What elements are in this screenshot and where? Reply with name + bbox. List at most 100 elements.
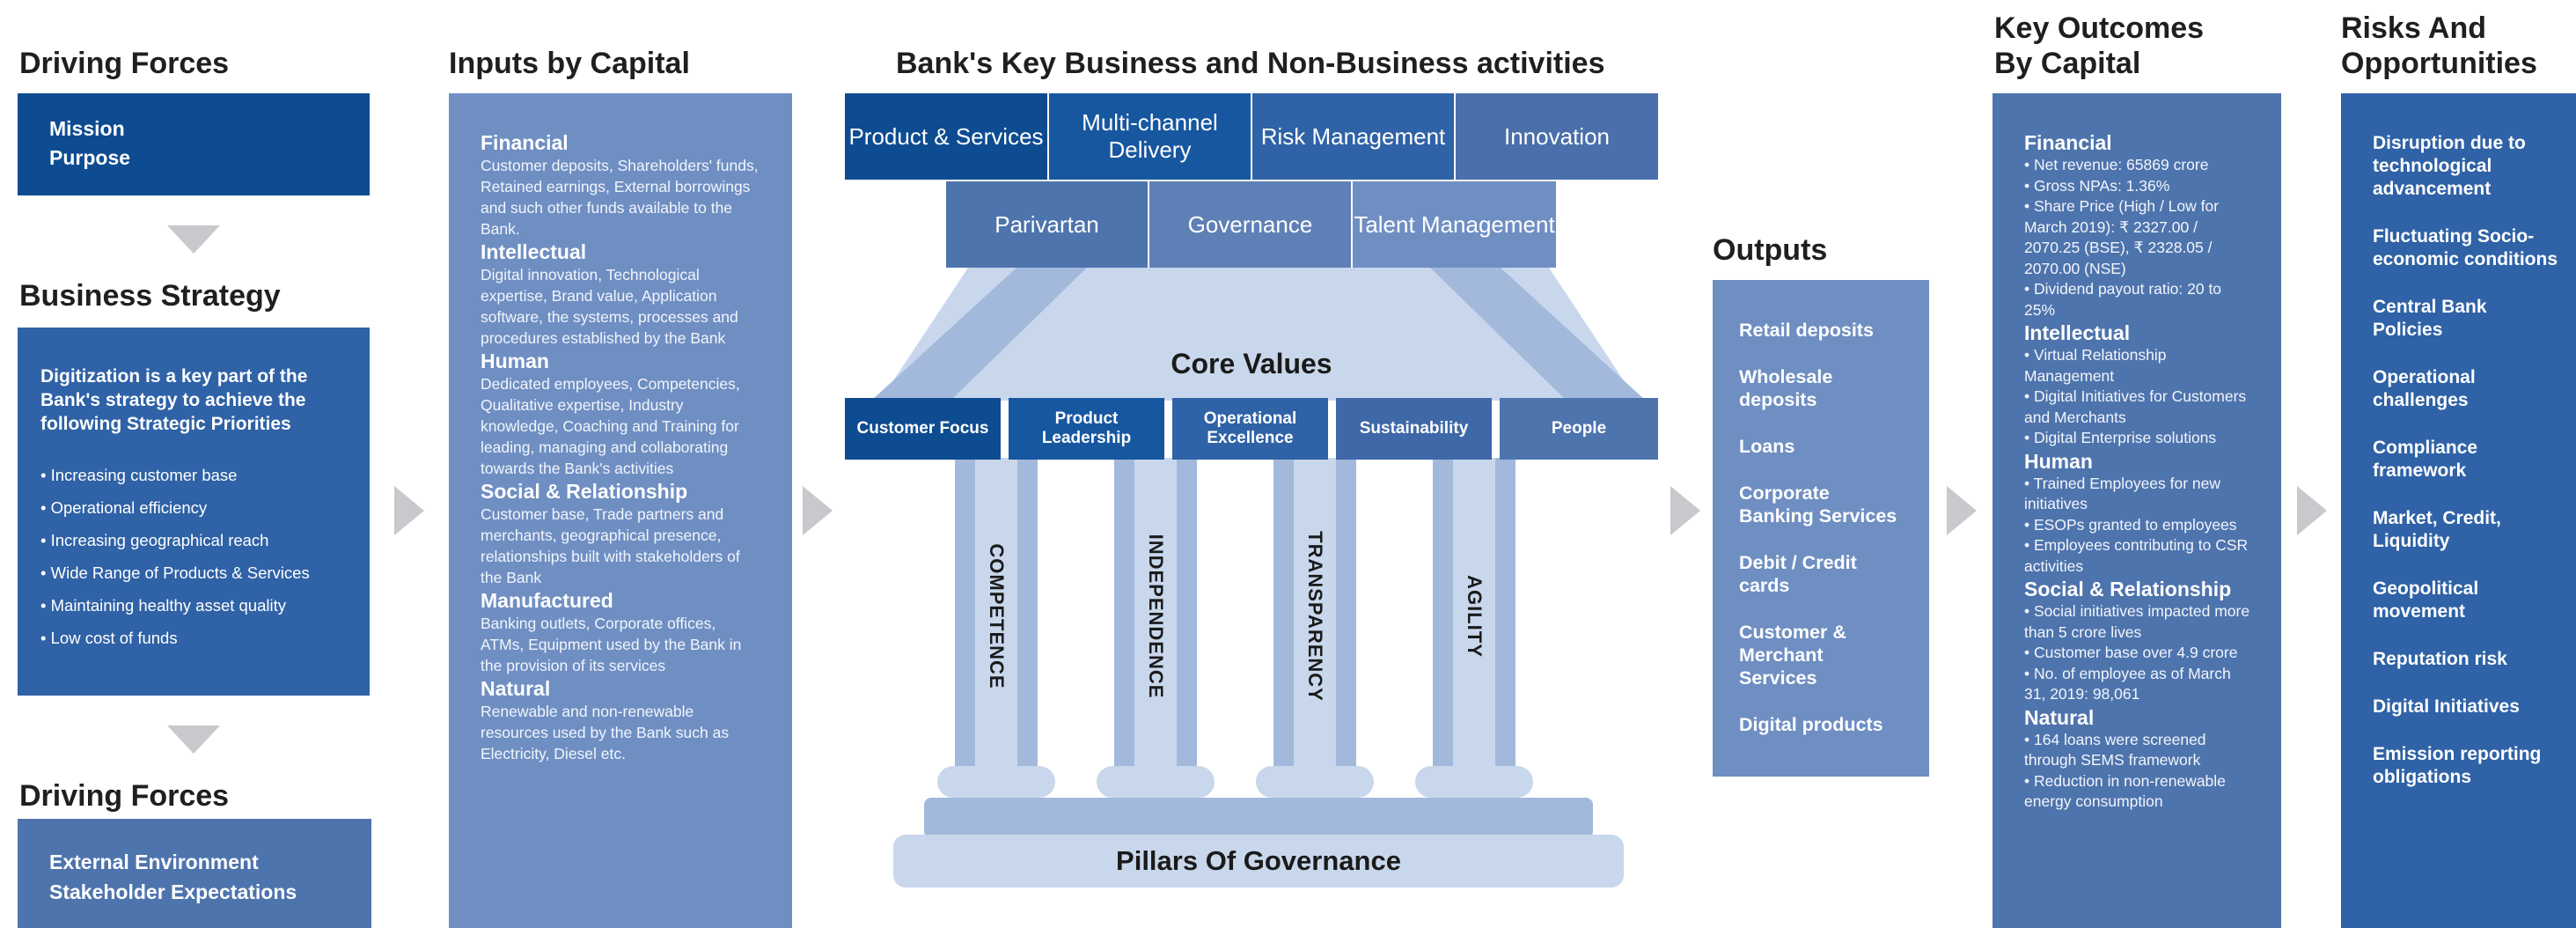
pillar-base xyxy=(1415,766,1533,798)
activity-governance: Governance xyxy=(1149,181,1351,268)
risk-item: Operational challenges xyxy=(2373,367,2476,410)
outcome-section-title: Social & Relationship xyxy=(2024,578,2232,600)
mission-label: Mission xyxy=(49,117,125,140)
outcome-line: • Customer base over 4.9 crore xyxy=(2024,644,2238,661)
input-section-body: Customer deposits, Shareholders' funds, … xyxy=(481,157,759,238)
priority-item: • Increasing geographical reach xyxy=(40,531,269,549)
key-outcomes-box: Financial • Net revenue: 65869 crore • G… xyxy=(1993,93,2281,928)
core-value-operational-excellence: Operational Excellence xyxy=(1172,398,1328,460)
right-arrow-icon xyxy=(1670,486,1700,535)
pillar-label-transparency: TRANSPARENCY xyxy=(1304,531,1326,702)
outcome-line: • Digital Enterprise solutions xyxy=(2024,429,2217,446)
outcome-line: • ESOPs granted to employees xyxy=(2024,515,2237,534)
outcome-line: • Employees contributing to CSR activiti… xyxy=(2024,536,2249,575)
outputs-heading: Outputs xyxy=(1713,233,1828,267)
priority-item: • Increasing customer base xyxy=(40,466,238,484)
input-section-body: Banking outlets, Corporate offices, ATMs… xyxy=(481,615,742,674)
output-item: Retail deposits xyxy=(1739,320,1874,341)
risk-item: Market, Credit, Liquidity xyxy=(2373,508,2501,551)
right-arrow-icon xyxy=(1947,486,1977,535)
priority-item: • Operational efficiency xyxy=(40,498,208,517)
outcome-line: • Net revenue: 65869 crore xyxy=(2024,156,2209,173)
purpose-label: Purpose xyxy=(49,146,131,169)
driving-forces-heading: Driving Forces xyxy=(19,779,230,813)
pillar-label-box: INDEPENDENCE xyxy=(1134,475,1177,757)
key-outcomes-heading-line: Key Outcomes xyxy=(1994,11,2205,45)
outcome-line: • No. of employee as of March 31, 2019: … xyxy=(2024,664,2231,703)
temple-roof xyxy=(880,268,1637,401)
risks-heading: Risks And Opportunities xyxy=(2341,11,2537,81)
outcome-line: • Digital Initiatives for Customers and … xyxy=(2024,387,2247,426)
risk-item: Digital Initiatives xyxy=(2373,696,2520,717)
key-outcomes-heading-line: By Capital xyxy=(1994,47,2141,80)
outcome-line: • Reduction in non-renewable energy cons… xyxy=(2024,771,2226,811)
input-section-body: Customer base, Trade partners and mercha… xyxy=(481,505,740,586)
core-values-title: Core Values xyxy=(1171,348,1332,379)
outcome-section-social: Social & Relationship • Social initiativ… xyxy=(2024,577,2251,705)
risk-item: Compliance framework xyxy=(2373,438,2478,481)
roof-rafter-left xyxy=(871,268,1087,401)
activity-multi-channel: Multi-channel Delivery xyxy=(1049,93,1251,180)
pillar-base xyxy=(1097,766,1215,798)
external-environment-label: External Environment xyxy=(49,851,259,873)
outcome-section-intellectual: Intellectual • Virtual Relationship Mana… xyxy=(2024,320,2251,449)
key-outcomes-heading: Key Outcomes By Capital xyxy=(1994,11,2204,81)
outcome-line: • Gross NPAs: 1.36% xyxy=(2024,176,2170,195)
output-item: Digital products xyxy=(1739,714,1883,735)
roof-rafter-right xyxy=(1430,268,1646,401)
output-item: Customer & Merchant Services xyxy=(1739,622,1846,689)
priority-item: • Low cost of funds xyxy=(40,629,178,647)
risk-item: Geopolitical movement xyxy=(2373,578,2479,622)
down-arrow-icon xyxy=(167,725,220,754)
right-arrow-icon xyxy=(2297,486,2327,535)
input-section-financial: Financial Customer deposits, Shareholder… xyxy=(481,130,760,239)
input-section-human: Human Dedicated employees, Competencies,… xyxy=(481,349,760,479)
pillar-label-box: TRANSPARENCY xyxy=(1294,475,1336,757)
output-item: Corporate Banking Services xyxy=(1739,482,1897,527)
outputs-box: Retail deposits Wholesale deposits Loans… xyxy=(1713,280,1929,777)
outcome-section-title: Human xyxy=(2024,449,2093,473)
risks-heading-line: Risks And xyxy=(2341,11,2487,45)
priority-item: • Wide Range of Products & Services xyxy=(40,563,310,582)
pillar-base xyxy=(1256,766,1374,798)
input-section-intellectual: Intellectual Digital innovation, Technol… xyxy=(481,239,760,349)
activity-product-services: Product & Services xyxy=(845,93,1047,180)
temple-graphic xyxy=(871,268,1646,887)
input-section-title: Financial xyxy=(481,131,569,154)
pillar-label-competence: COMPETENCE xyxy=(986,543,1008,689)
input-section-title: Natural xyxy=(481,677,551,700)
right-arrow-icon xyxy=(394,486,424,535)
temple-step xyxy=(924,798,1593,838)
core-value-people: People xyxy=(1500,398,1658,460)
outcome-section-title: Intellectual xyxy=(2024,321,2131,344)
core-value-product-leadership: Product Leadership xyxy=(1009,398,1164,460)
output-item: Loans xyxy=(1739,436,1795,457)
business-activities-heading: Bank's Key Business and Non-Business act… xyxy=(896,47,1605,80)
outcome-line: • Share Price (High / Low for March 2019… xyxy=(2024,197,2220,277)
risk-item: Fluctuating Socio-economic conditions xyxy=(2373,226,2558,269)
input-section-manufactured: Manufactured Banking outlets, Corporate … xyxy=(481,588,760,676)
outcome-section-human: Human • Trained Employees for new initia… xyxy=(2024,449,2251,578)
pillars-of-governance-label: Pillars Of Governance xyxy=(1116,845,1401,876)
pillar-base xyxy=(937,766,1055,798)
input-section-title: Human xyxy=(481,350,549,372)
output-item: Debit / Credit cards xyxy=(1739,552,1857,596)
input-section-social: Social & Relationship Customer base, Tra… xyxy=(481,479,760,588)
outcome-section-natural: Natural • 164 loans were screened throug… xyxy=(2024,705,2251,813)
inputs-heading: Inputs by Capital xyxy=(449,47,690,80)
input-section-title: Social & Relationship xyxy=(481,480,688,503)
risk-item: Reputation risk xyxy=(2373,649,2507,669)
risk-item: Disruption due to technological advancem… xyxy=(2373,133,2526,199)
strategic-priorities-list: • Increasing customer base • Operational… xyxy=(40,459,347,654)
priority-item: • Maintaining healthy asset quality xyxy=(40,596,286,615)
down-arrow-icon xyxy=(167,225,220,254)
mission-purpose-box: Mission Purpose xyxy=(18,93,370,195)
activity-talent-management: Talent Management xyxy=(1353,181,1556,268)
pillar-label-agility: AGILITY xyxy=(1464,575,1486,658)
inputs-box: Financial Customer deposits, Shareholder… xyxy=(449,93,792,928)
outcome-section-title: Financial xyxy=(2024,131,2112,154)
input-section-body: Digital innovation, Technological expert… xyxy=(481,266,738,347)
driving-forces-heading: Driving Forces xyxy=(19,47,230,80)
business-strategy-heading: Business Strategy xyxy=(19,279,281,313)
outcome-line: • Virtual Relationship Management xyxy=(2024,346,2167,385)
